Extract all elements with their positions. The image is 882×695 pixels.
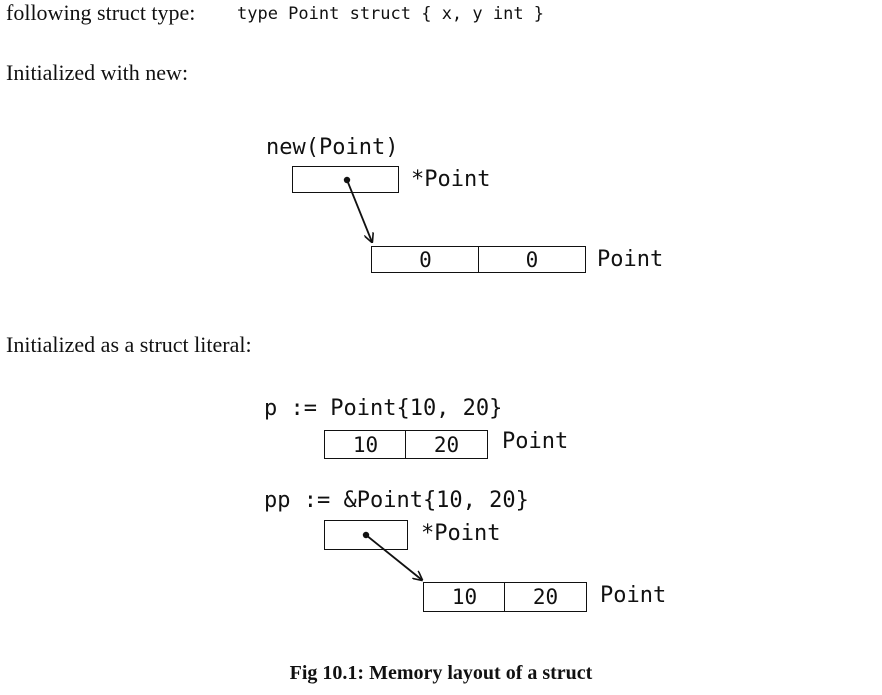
literal-pointer-type-label: *Point xyxy=(421,521,501,546)
new-pointer-line xyxy=(346,179,372,242)
figure-caption: Fig 10.1: Memory layout of a struct xyxy=(289,662,593,684)
pointed-field-x: 10 xyxy=(423,582,506,612)
pointed-field-y: 20 xyxy=(504,582,587,612)
section-literal-heading: Initialized as a struct literal: xyxy=(6,332,252,357)
struct-definition-code: type Point struct { x, y int } xyxy=(237,4,545,24)
literal-pointer-expression: pp := &Point{10, 20} xyxy=(264,488,529,513)
literal-field-x: 10 xyxy=(324,430,407,459)
literal-value-type-label: Point xyxy=(502,429,569,454)
literal-field-y: 20 xyxy=(405,430,488,459)
section-new-heading: Initialized with new: xyxy=(6,60,189,85)
new-value-type-label: Point xyxy=(597,247,664,272)
intro-text: following struct type: xyxy=(6,0,196,25)
pointed-value-type-label: Point xyxy=(600,583,667,608)
literal-pointer-arrow xyxy=(362,531,422,580)
new-field-y: 0 xyxy=(478,246,586,273)
new-field-x: 0 xyxy=(371,246,480,273)
new-point-expression: new(Point) xyxy=(266,135,399,160)
new-pointer-arrow xyxy=(343,176,372,242)
literal-value-expression: p := Point{10, 20} xyxy=(264,396,503,421)
literal-pointer-line xyxy=(365,534,422,580)
new-pointer-type-label: *Point xyxy=(411,167,491,192)
